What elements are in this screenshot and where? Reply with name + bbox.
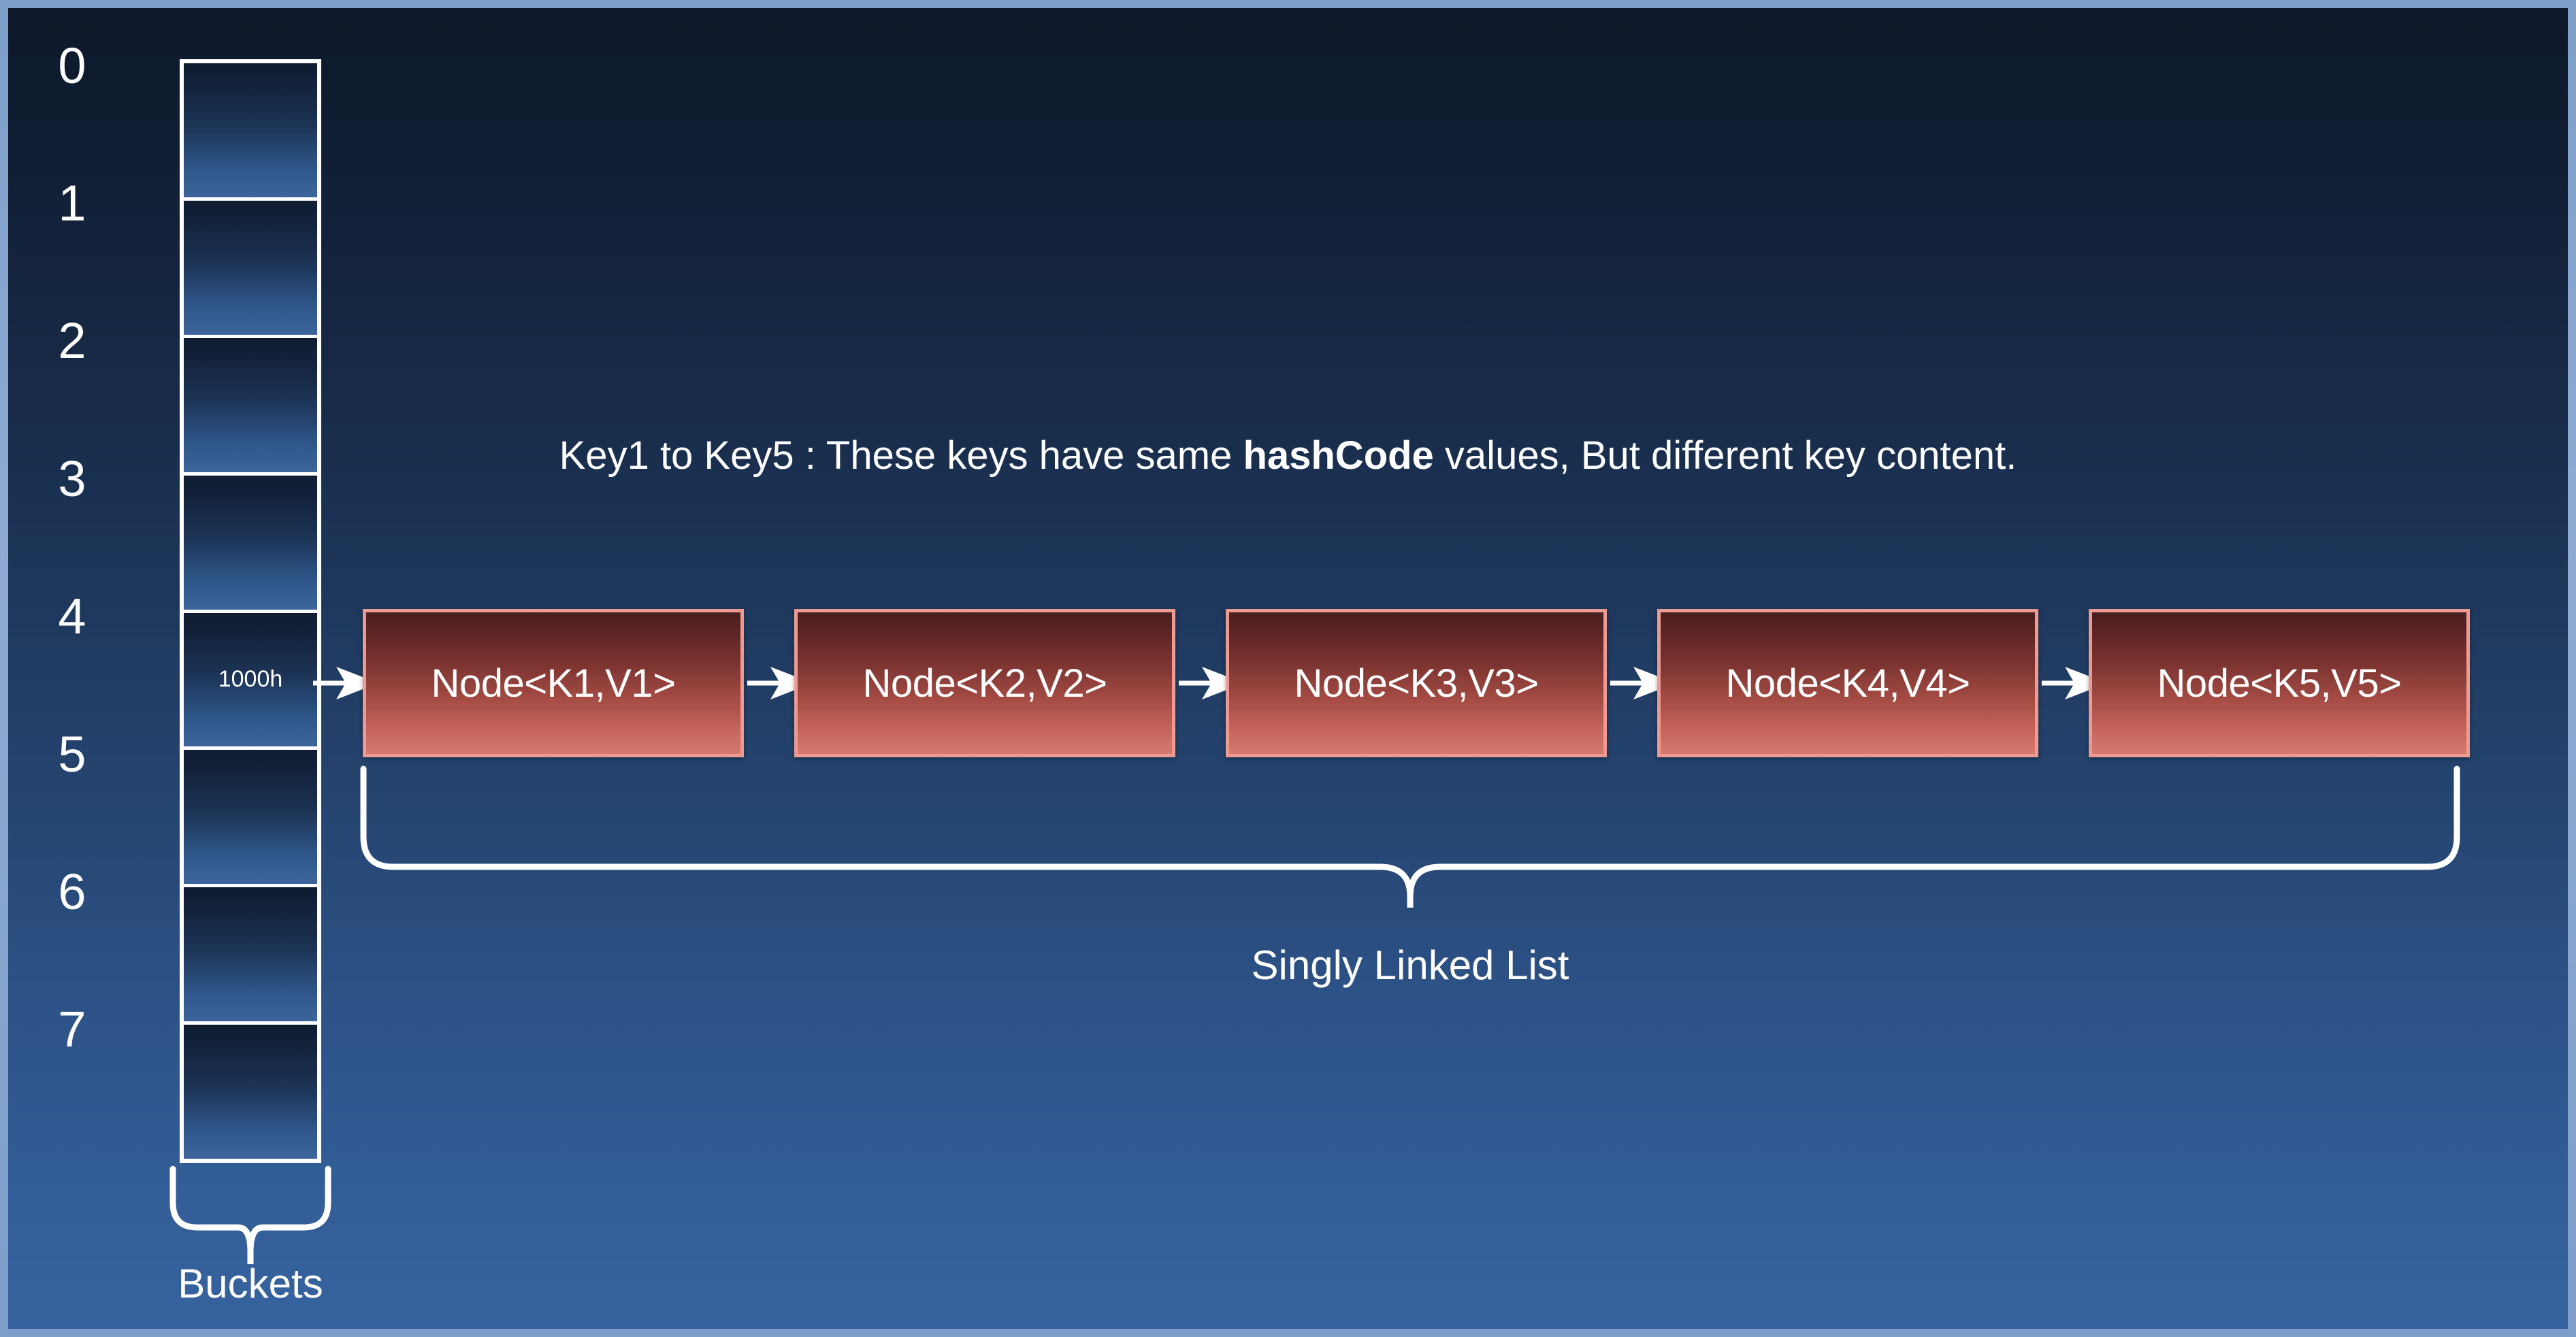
bucket-array: 1000h [180, 59, 321, 1163]
node-box-2-label: Node<K2,V2> [862, 661, 1107, 706]
bucket-cell-1[interactable] [184, 200, 317, 338]
arrow-node-2-to-node-3 [1179, 667, 1244, 699]
bucket-index-6: 6 [58, 863, 86, 920]
caption-emphasis-hashcode: hashCode [1243, 433, 1434, 478]
node-box-1-label: Node<K1,V1> [431, 661, 676, 706]
bucket-index-0: 0 [58, 37, 86, 94]
node-box-3[interactable]: Node<K3,V3> [1226, 609, 1607, 757]
diagram-canvas: 0 1 2 3 4 5 6 7 1000h Key1 to Key5 : The… [8, 8, 2568, 1329]
node-box-3-label: Node<K3,V3> [1294, 661, 1539, 706]
bucket-index-3: 3 [58, 450, 86, 507]
bucket-cell-4[interactable]: 1000h [184, 612, 317, 750]
linked-list-brace [360, 765, 2460, 908]
bucket-cell-7[interactable] [184, 1025, 317, 1159]
bucket-cell-4-label: 1000h [218, 666, 283, 693]
bucket-index-4: 4 [58, 588, 86, 644]
bucket-cell-3[interactable] [184, 475, 317, 613]
linked-list-brace-label: Singly Linked List [1251, 942, 1569, 988]
arrow-node-4-to-node-5 [2042, 667, 2107, 699]
arrow-node-1-to-node-2 [747, 667, 813, 699]
bucket-cell-2[interactable] [184, 337, 317, 476]
buckets-brace-label: Buckets [178, 1261, 323, 1306]
arrow-node-3-to-node-4 [1610, 667, 1676, 699]
buckets-brace [169, 1166, 331, 1264]
bucket-cell-5[interactable] [184, 750, 317, 888]
node-box-4[interactable]: Node<K4,V4> [1657, 609, 2038, 757]
caption-part-1: Key1 to Key5 : These keys have same [559, 433, 1243, 478]
node-box-5[interactable]: Node<K5,V5> [2089, 609, 2470, 757]
bucket-cell-0[interactable] [184, 63, 317, 201]
arrow-bucket-to-node-1 [313, 667, 378, 699]
node-box-5-label: Node<K5,V5> [2157, 661, 2402, 706]
bucket-index-7: 7 [58, 1001, 86, 1057]
bucket-cell-6[interactable] [184, 887, 317, 1025]
node-box-4-label: Node<K4,V4> [1725, 661, 1970, 706]
node-box-2[interactable]: Node<K2,V2> [794, 609, 1175, 757]
bucket-index-2: 2 [58, 312, 86, 369]
bucket-index-1: 1 [58, 175, 86, 231]
node-box-1[interactable]: Node<K1,V1> [363, 609, 744, 757]
caption-part-2: values, But different key content. [1433, 433, 2017, 478]
caption-text: Key1 to Key5 : These keys have same hash… [8, 434, 2568, 478]
bucket-index-5: 5 [58, 726, 86, 782]
